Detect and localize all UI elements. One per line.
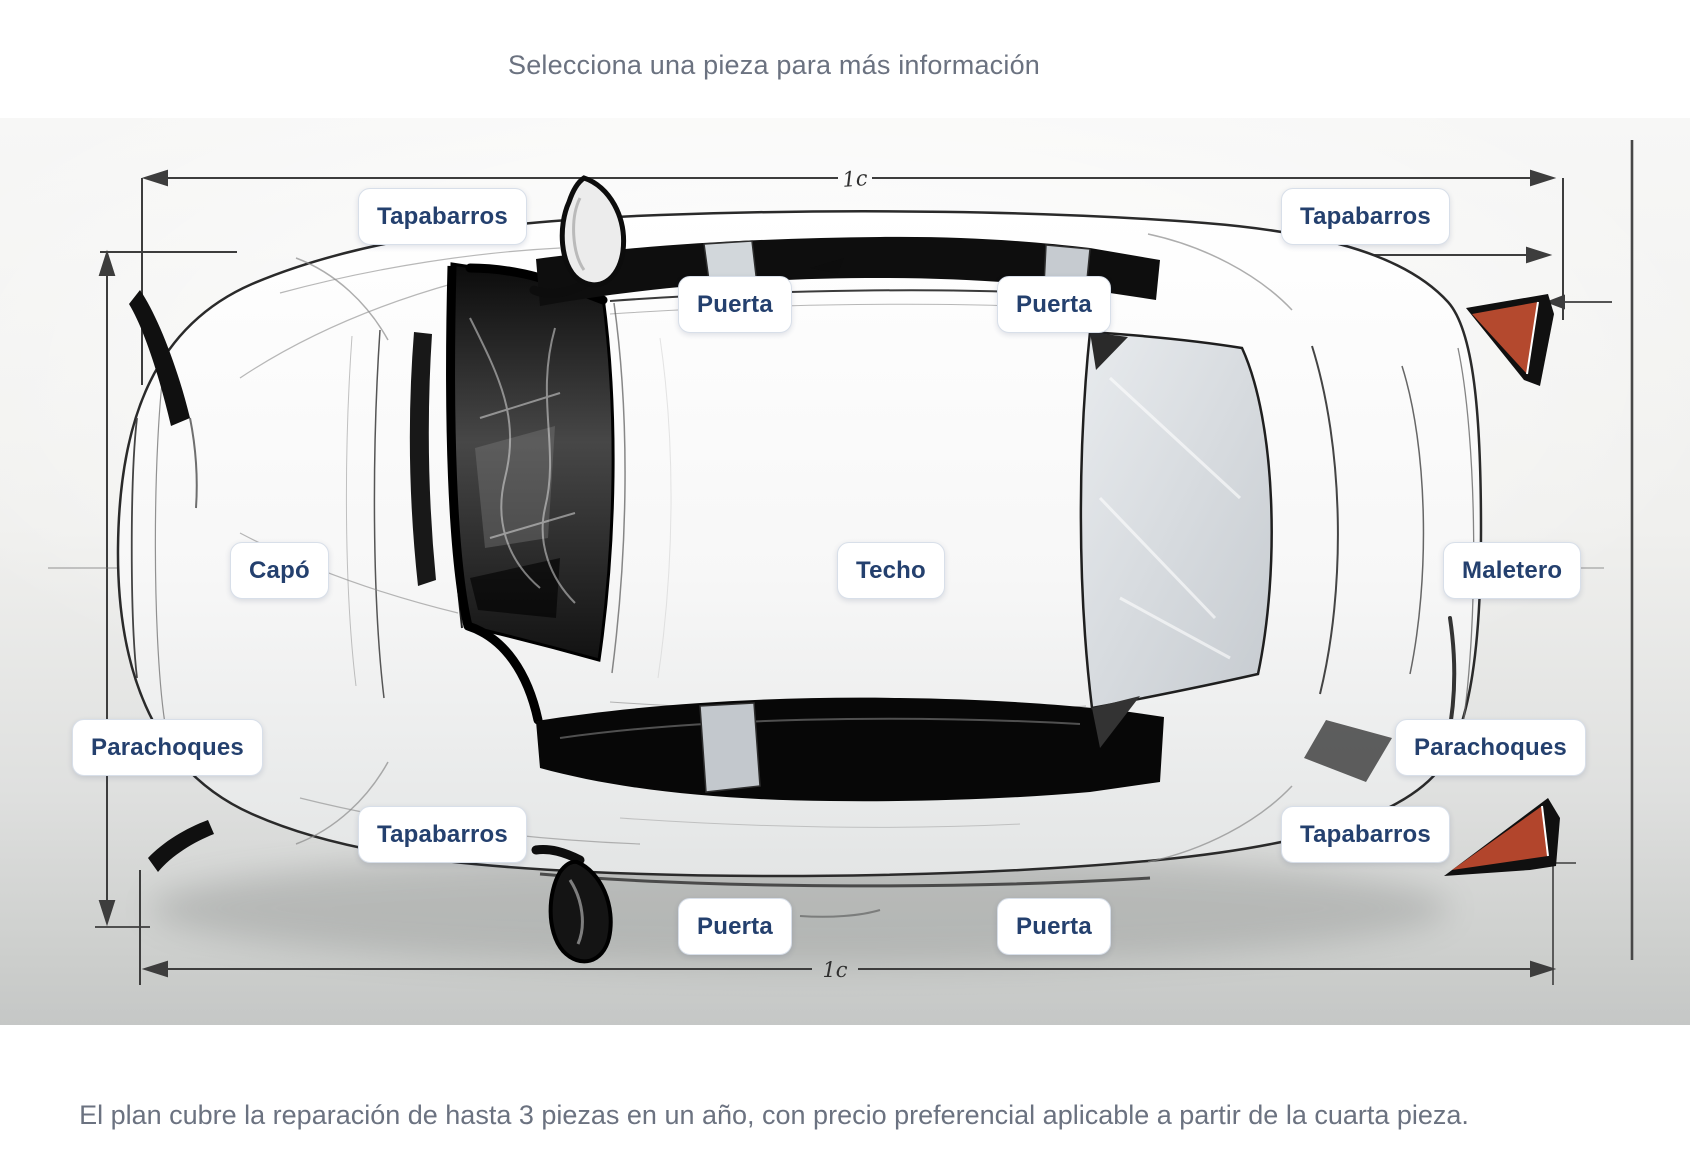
car-diagram: 1c 1c bbox=[0, 118, 1690, 1025]
side-mirror-bottom bbox=[531, 845, 613, 964]
taillight-top bbox=[1466, 294, 1554, 386]
part-button-door-front-bottom[interactable]: Puerta bbox=[678, 898, 792, 955]
part-button-door-rear-bottom[interactable]: Puerta bbox=[997, 898, 1111, 955]
taillight-bottom bbox=[1444, 798, 1560, 876]
part-button-fender-rear-bottom[interactable]: Tapabarros bbox=[1281, 806, 1450, 863]
dimension-label-bottom: 1c bbox=[822, 958, 847, 982]
part-button-fender-front-top[interactable]: Tapabarros bbox=[358, 188, 527, 245]
part-button-roof[interactable]: Techo bbox=[837, 542, 945, 599]
part-button-fender-front-bottom[interactable]: Tapabarros bbox=[358, 806, 527, 863]
part-button-door-front-top[interactable]: Puerta bbox=[678, 276, 792, 333]
part-button-trunk[interactable]: Maletero bbox=[1443, 542, 1582, 599]
side-mirror-top bbox=[529, 175, 627, 298]
part-button-fender-rear-top[interactable]: Tapabarros bbox=[1281, 188, 1450, 245]
page-title: Selecciona una pieza para más informació… bbox=[508, 50, 1040, 80]
part-button-hood[interactable]: Capó bbox=[230, 542, 329, 599]
car-body bbox=[116, 175, 1560, 964]
part-button-bumper-rear[interactable]: Parachoques bbox=[1395, 719, 1586, 776]
part-button-bumper-front[interactable]: Parachoques bbox=[72, 719, 263, 776]
dimension-lines bbox=[95, 140, 1634, 985]
rear-window bbox=[1079, 330, 1273, 748]
c-pillar-shadow bbox=[1304, 720, 1392, 782]
part-button-door-rear-top[interactable]: Puerta bbox=[997, 276, 1111, 333]
windshield bbox=[446, 262, 615, 725]
car-top-view-sketch: 1c 1c bbox=[48, 140, 1634, 985]
dimension-label-top: 1c bbox=[842, 166, 869, 192]
side-windows-bottom bbox=[536, 697, 1164, 802]
headlight-bottom bbox=[148, 820, 214, 872]
headlight-top bbox=[129, 290, 190, 426]
footer-note: El plan cubre la reparación de hasta 3 p… bbox=[79, 1100, 1469, 1130]
antenna-fin bbox=[810, 258, 844, 274]
